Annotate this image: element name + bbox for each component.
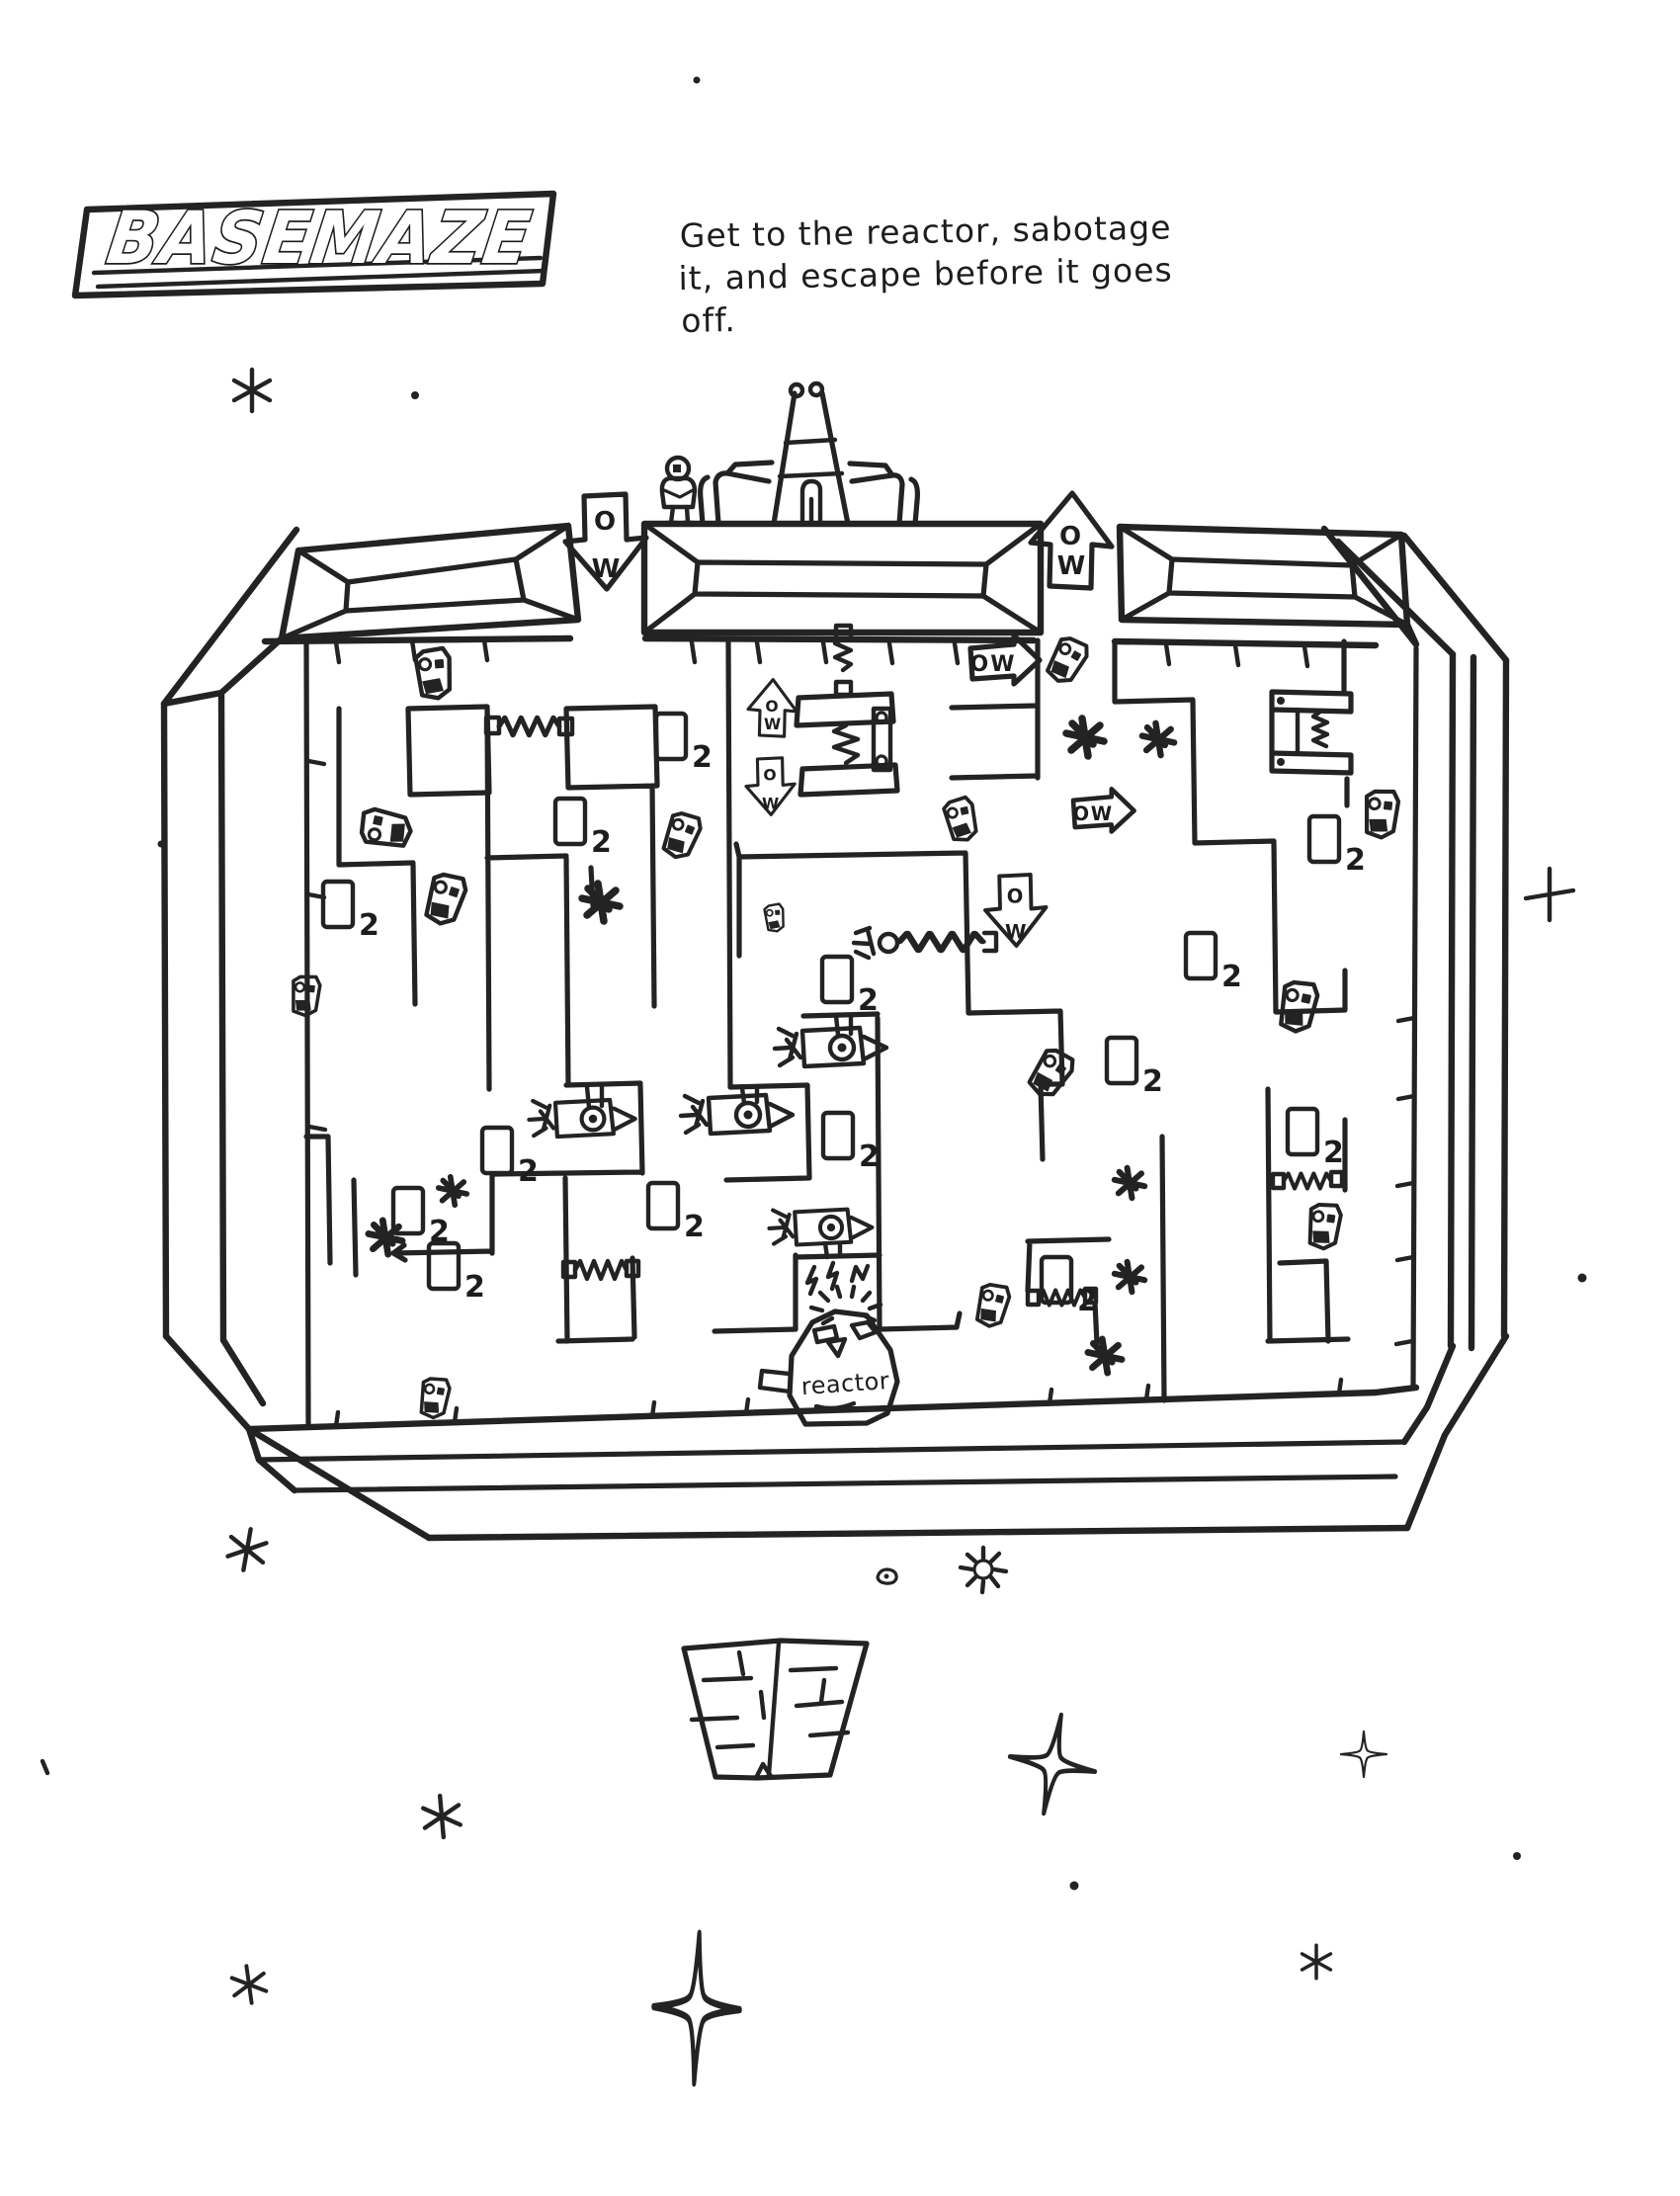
door-icon: 2 <box>648 1183 705 1244</box>
instructions-line: it, and escape before it goes <box>678 250 1173 297</box>
svg-text:W: W <box>1057 551 1086 581</box>
one-way-arrow-icon: O W <box>1031 493 1112 588</box>
robot-icon <box>1024 1045 1077 1101</box>
robot-icon <box>762 902 787 934</box>
instructions-line: Get to the reactor, sabotage <box>679 208 1171 255</box>
reactor-icon: reactor <box>757 1260 900 1427</box>
svg-text:W: W <box>592 554 621 584</box>
door-icon: 2 <box>1107 1038 1163 1099</box>
hazard-star-icon <box>439 1177 467 1206</box>
astronaut-icon <box>659 455 698 526</box>
robot-icon <box>358 807 413 851</box>
robot-icon <box>940 794 981 846</box>
door-icon: 2 <box>1042 1257 1098 1318</box>
door-icon: 2 <box>656 714 713 775</box>
hazard-star-icon <box>1115 1168 1144 1198</box>
svg-text:2: 2 <box>1323 1136 1344 1170</box>
door-icon: 2 <box>823 1113 880 1174</box>
hazard-star-icon <box>1088 1339 1122 1373</box>
one-way-arrow-icon: OW <box>1073 789 1134 831</box>
door-icon: 2 <box>822 957 879 1018</box>
svg-text:O: O <box>594 507 616 537</box>
reactor-label: reactor <box>800 1367 890 1400</box>
svg-text:2: 2 <box>1142 1064 1163 1099</box>
press-icon <box>794 623 900 798</box>
turret-icon <box>681 1084 793 1134</box>
door-icon: 2 <box>555 799 612 860</box>
one-way-arrow-icon: O W <box>565 494 646 589</box>
roof-skylight-left <box>278 522 582 642</box>
hazard-star-icon <box>1066 718 1104 756</box>
svg-text:2: 2 <box>692 740 713 775</box>
clamp-icon <box>1269 689 1354 776</box>
robot-icon <box>1303 1200 1345 1253</box>
svg-text:2: 2 <box>1077 1284 1098 1318</box>
svg-text:2: 2 <box>464 1270 485 1305</box>
turret-icon <box>529 1083 634 1137</box>
svg-text:2: 2 <box>858 983 879 1018</box>
instructions-line: off. <box>681 300 736 340</box>
hazard-star-icon <box>582 884 620 921</box>
robot-icon <box>421 871 468 928</box>
one-way-arrow-icon: O W <box>983 873 1049 948</box>
spring-icon <box>1025 1286 1099 1308</box>
robot-icon <box>1277 978 1320 1034</box>
robot-icon <box>970 1279 1014 1331</box>
svg-text:2: 2 <box>859 1140 880 1174</box>
robot-icon <box>656 806 707 864</box>
hazard-star-icon <box>1115 1262 1144 1292</box>
ship-icon <box>692 380 926 527</box>
door-icon: 2 <box>1186 933 1242 994</box>
svg-text:O: O <box>1059 522 1081 551</box>
turret-icon <box>775 1012 886 1066</box>
svg-text:W: W <box>764 716 781 733</box>
svg-text:OW: OW <box>1073 802 1114 825</box>
door-icon: 2 <box>482 1128 539 1189</box>
svg-text:2: 2 <box>359 908 379 943</box>
svg-text:O: O <box>763 767 776 785</box>
turret-icon <box>769 1210 872 1260</box>
hazard-star-icon <box>1142 723 1174 755</box>
one-way-arrow-icon: O W <box>744 756 797 816</box>
robot-icon <box>1041 631 1094 690</box>
svg-text:W: W <box>1005 921 1027 944</box>
robot-icon <box>1363 789 1399 839</box>
wall-ticks <box>305 637 1417 1429</box>
svg-text:W: W <box>762 795 779 812</box>
spring-icon <box>1270 1169 1345 1189</box>
maze-walls <box>303 637 1351 1403</box>
door-icon: 2 <box>1309 816 1366 878</box>
one-way-arrow-icon: OW <box>970 635 1040 684</box>
svg-text:2: 2 <box>1345 843 1366 878</box>
logo-text: BASEMAZE <box>102 197 537 281</box>
svg-text:2: 2 <box>684 1210 705 1244</box>
spring-icon <box>851 925 999 961</box>
svg-text:2: 2 <box>591 825 612 860</box>
asteroid-icon <box>681 1638 870 1781</box>
svg-text:2: 2 <box>518 1154 539 1189</box>
robot-icon <box>415 647 452 699</box>
flower-star-icon <box>958 1545 1009 1595</box>
roof-skylight-center <box>640 520 1045 636</box>
svg-text:O: O <box>765 698 778 716</box>
svg-text:O: O <box>1007 886 1024 908</box>
door-icon: 2 <box>323 882 379 943</box>
blob-icon <box>876 1567 898 1585</box>
spring-icon <box>560 1258 641 1279</box>
one-way-arrow-icon: O W <box>746 678 798 738</box>
base-outer-wall <box>160 525 1510 1542</box>
door-icon: 2 <box>1288 1109 1344 1170</box>
svg-text:2: 2 <box>1221 960 1242 994</box>
instructions: Get to the reactor, sabotage it, and esc… <box>678 208 1173 340</box>
svg-text:OW: OW <box>970 652 1017 677</box>
door-icon: 2 <box>393 1188 450 1249</box>
door-icon: 2 <box>429 1243 485 1305</box>
robot-icon <box>415 1374 454 1422</box>
roof-skylight-right <box>1116 523 1411 629</box>
svg-text:2: 2 <box>429 1215 450 1249</box>
sparkle-icon <box>40 76 1587 2085</box>
logo: BASEMAZE <box>71 190 557 299</box>
spring-icon <box>483 718 575 735</box>
